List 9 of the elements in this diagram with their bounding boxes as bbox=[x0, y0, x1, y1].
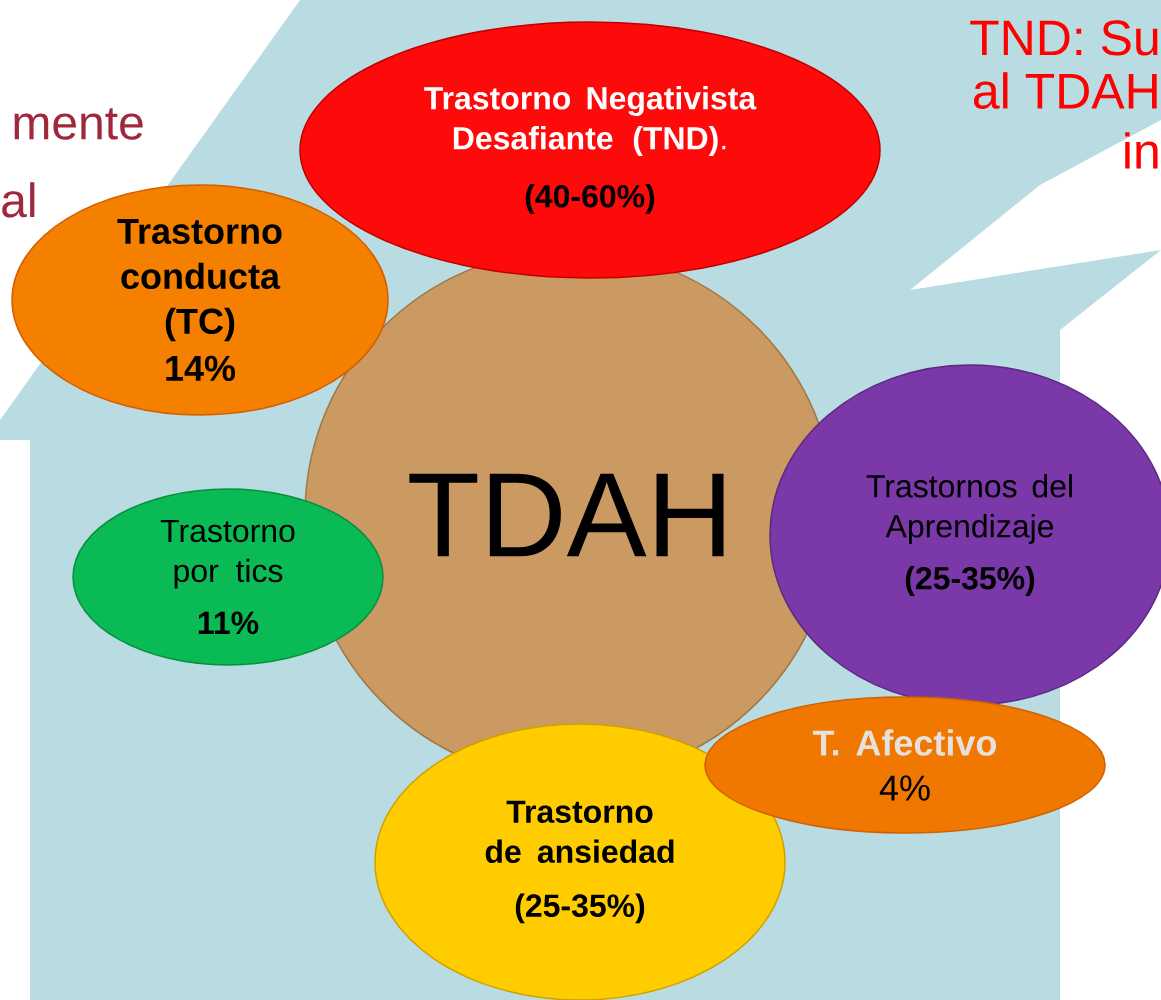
slide-text: in bbox=[1125, 132, 1158, 169]
ellipse-node: T. Afectivo 4% bbox=[704, 696, 1106, 834]
slide-text: mente bbox=[14, 108, 143, 140]
slide-text: TND: Su bbox=[970, 20, 1158, 56]
ellipse-node: Trastornos del Aprendizaje (25-35%) bbox=[769, 364, 1161, 706]
ellipse-node: Trastorno por tics 11% bbox=[72, 488, 384, 666]
slide-text: al TDAH bbox=[974, 72, 1157, 109]
ellipse-node: Trastorno Negativista Desafiante (TND). (40-60%) bbox=[299, 21, 881, 279]
ellipse-node: Trastorno de ansiedad (25-35%) bbox=[374, 723, 786, 1000]
